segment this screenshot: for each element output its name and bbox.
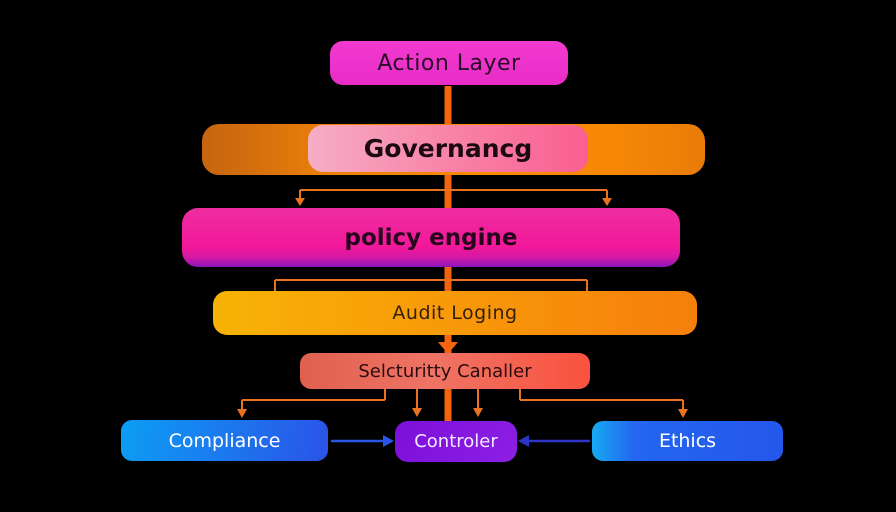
edge-ethics-to-controller (518, 435, 590, 447)
node-action-layer-label: Action Layer (377, 50, 521, 76)
node-policy-engine: policy engine (182, 208, 680, 267)
edge-policy-to-audit (274, 279, 588, 291)
edge-compliance-to-controller (331, 435, 394, 447)
edge-security-to-controller (412, 389, 483, 417)
node-audit-logging: Audit Loging (213, 291, 697, 335)
node-security-canaller: Selcturitty Canaller (300, 353, 590, 389)
node-governance: Governancg (308, 125, 588, 172)
node-ethics-label: Ethics (658, 430, 717, 452)
node-audit-logging-label: Audit Loging (392, 302, 518, 324)
node-governance-label: Governancg (363, 134, 533, 163)
node-compliance-label: Compliance (168, 429, 281, 452)
node-policy-engine-label: policy engine (344, 224, 518, 251)
edge-governance-to-policy (295, 189, 612, 206)
node-compliance: Compliance (121, 420, 328, 461)
edge-security-to-compliance (237, 388, 386, 418)
node-security-canaller-label: Selcturitty Canaller (358, 360, 532, 382)
node-action-layer: Action Layer (330, 41, 568, 85)
node-controller-label: Controler (414, 431, 498, 452)
node-ethics: Ethics (592, 421, 783, 461)
edge-security-to-ethics (519, 388, 688, 418)
node-controller: Controler (395, 421, 517, 462)
spine-arrowhead-icon (438, 342, 458, 354)
